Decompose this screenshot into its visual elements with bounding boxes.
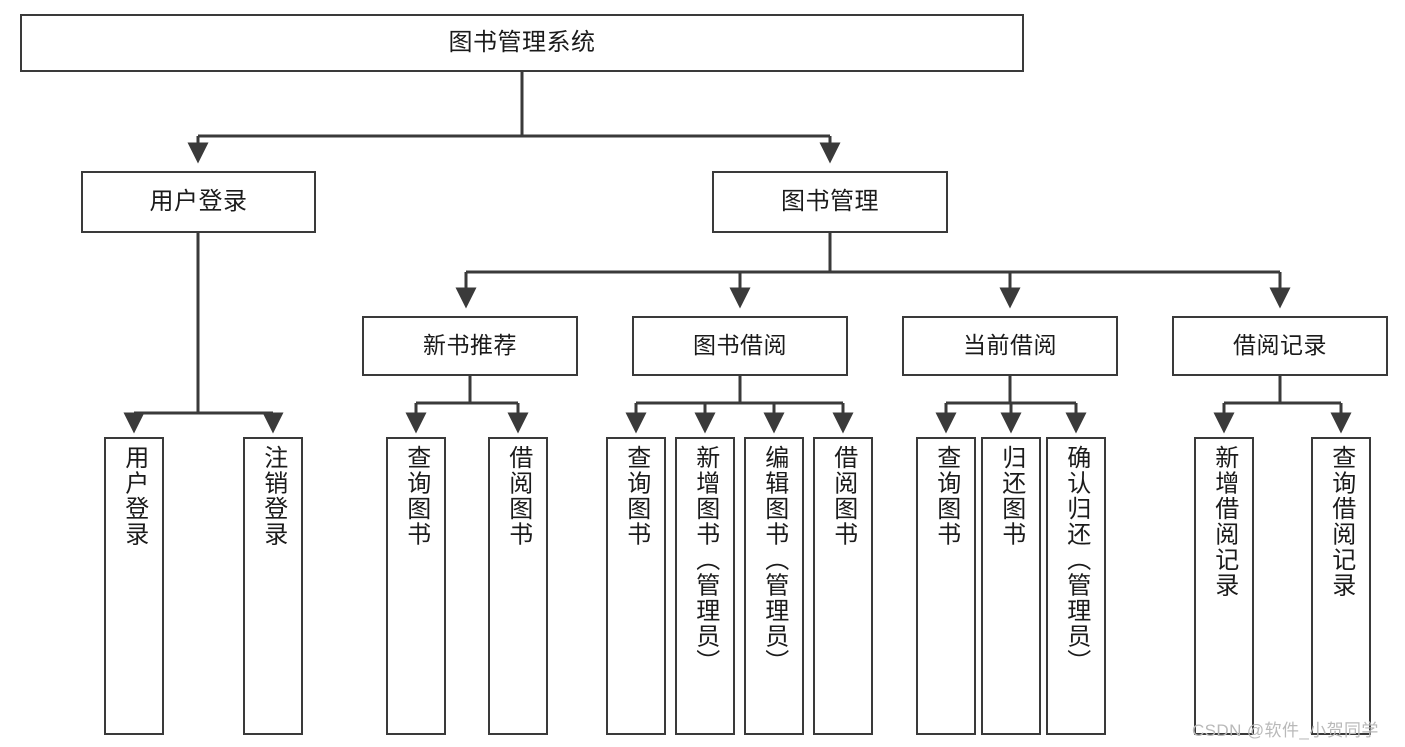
leaf-records-add-record[interactable]: 新增借阅记录 [1194,437,1254,735]
node-borrow-records-label: 借阅记录 [1233,332,1327,359]
leaf-recommend-borrow-book-label: 借阅图书 [504,445,532,547]
leaf-records-query-record-label: 查询借阅记录 [1327,445,1355,598]
node-book-management[interactable]: 图书管理 [712,171,948,233]
node-new-book-recommend[interactable]: 新书推荐 [362,316,578,376]
leaf-borrow-add-book[interactable]: 新增图书（管理员） [675,437,735,735]
leaf-current-return-book-label: 归还图书 [997,445,1025,547]
csdn-watermark: CSDN @软件_小贺同学 [1192,721,1379,740]
node-user-login-label: 用户登录 [149,187,248,215]
leaf-borrow-query-book[interactable]: 查询图书 [606,437,666,735]
leaf-borrow-borrow-book-label: 借阅图书 [829,445,857,547]
node-current-borrow[interactable]: 当前借阅 [902,316,1118,376]
leaf-borrow-borrow-book[interactable]: 借阅图书 [813,437,873,735]
leaf-user-login-signout[interactable]: 注销登录 [243,437,303,735]
leaf-recommend-query-book[interactable]: 查询图书 [386,437,446,735]
leaf-current-return-book[interactable]: 归还图书 [981,437,1041,735]
leaf-borrow-edit-book-label: 编辑图书（管理员） [760,445,788,675]
leaf-borrow-query-book-label: 查询图书 [622,445,650,547]
node-current-borrow-label: 当前借阅 [963,332,1057,359]
leaf-user-login-signin-label: 用户登录 [120,445,148,547]
leaf-user-login-signout-label: 注销登录 [259,445,287,547]
leaf-records-add-record-label: 新增借阅记录 [1210,445,1238,598]
leaf-user-login-signin[interactable]: 用户登录 [104,437,164,735]
leaf-current-query-book[interactable]: 查询图书 [916,437,976,735]
node-root[interactable]: 图书管理系统 [20,14,1024,72]
node-new-book-recommend-label: 新书推荐 [423,332,517,359]
node-root-label: 图书管理系统 [448,28,596,56]
leaf-recommend-query-book-label: 查询图书 [402,445,430,547]
node-book-borrow-label: 图书借阅 [693,332,787,359]
leaf-recommend-borrow-book[interactable]: 借阅图书 [488,437,548,735]
node-book-borrow[interactable]: 图书借阅 [632,316,848,376]
node-borrow-records[interactable]: 借阅记录 [1172,316,1388,376]
node-book-management-label: 图书管理 [781,187,879,215]
leaf-borrow-edit-book[interactable]: 编辑图书（管理员） [744,437,804,735]
leaf-current-confirm-return[interactable]: 确认归还（管理员） [1046,437,1106,735]
leaf-current-confirm-return-label: 确认归还（管理员） [1062,445,1090,675]
node-user-login[interactable]: 用户登录 [81,171,316,233]
leaf-current-query-book-label: 查询图书 [932,445,960,547]
leaf-records-query-record[interactable]: 查询借阅记录 [1311,437,1371,735]
leaf-borrow-add-book-label: 新增图书（管理员） [691,445,719,675]
